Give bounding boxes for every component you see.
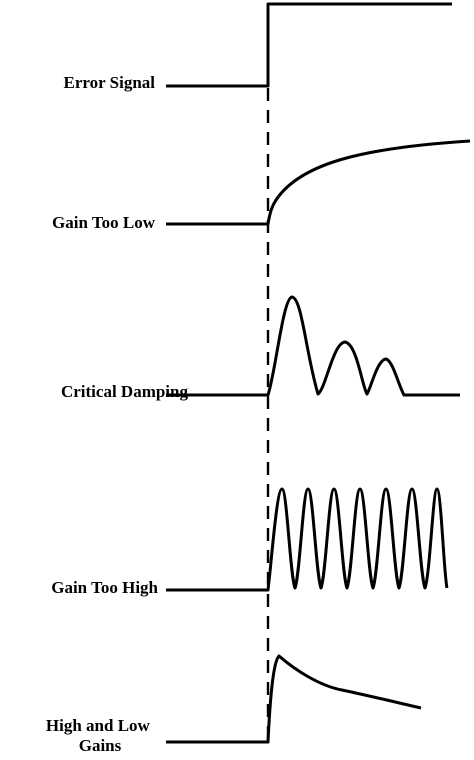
label-high-and-low-gains-line2: Gains [79,736,122,755]
error-signal-trace [166,2,452,88]
gain-too-low-trace [166,139,471,226]
label-gain-too-low: Gain Too Low [52,213,156,232]
label-high-and-low-gains: High and Low Gains [46,716,154,755]
critical-damping-trace [166,295,460,397]
label-error-signal: Error Signal [64,73,156,92]
label-gain-too-high: Gain Too High [51,578,158,597]
label-high-and-low-gains-line1: High and Low [46,716,151,735]
high-and-low-gains-trace [166,654,422,744]
label-critical-damping: Critical Damping [61,382,189,401]
gain-too-high-trace [166,487,449,592]
